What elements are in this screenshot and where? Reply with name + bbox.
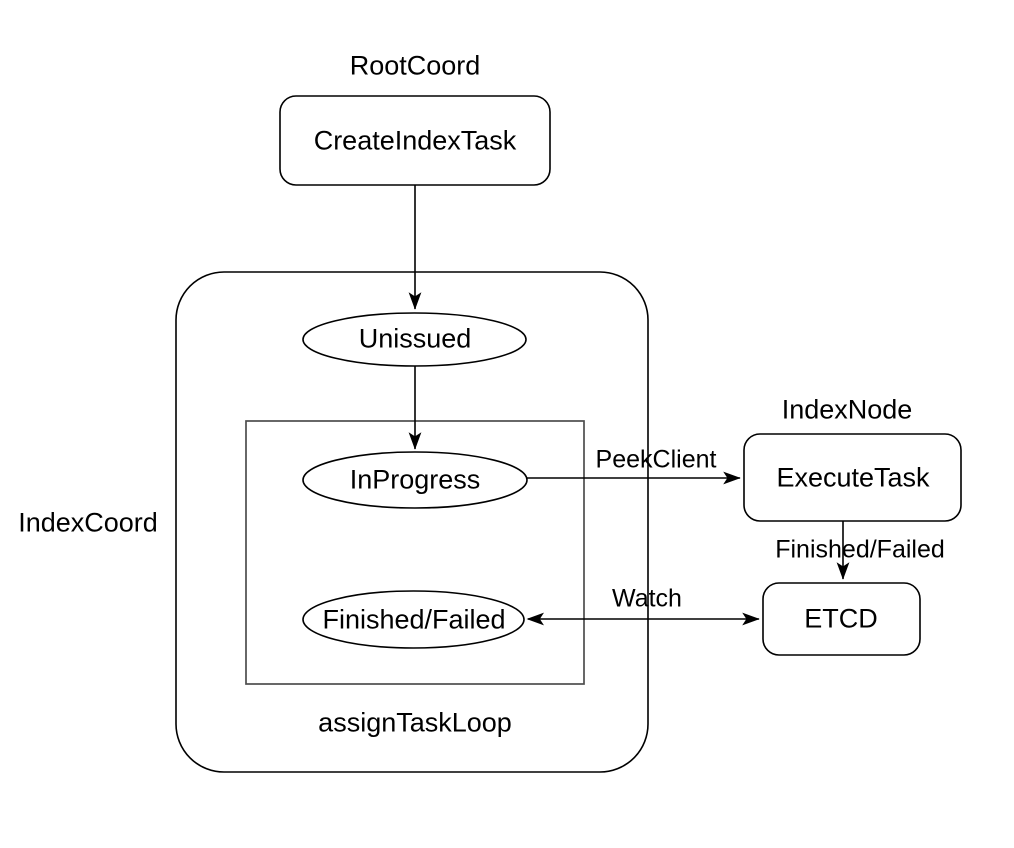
group-label-assigntaskloop: assignTaskLoop <box>318 707 512 738</box>
node-shape-execute-task[interactable] <box>743 433 962 522</box>
node-shape-finished-failed[interactable] <box>302 590 525 649</box>
node-label-in-progress[interactable]: InProgress <box>349 464 481 495</box>
edge-label-finished-failed: Finished/Failed <box>775 535 945 564</box>
group-label-rootcoord: RootCoord <box>349 50 481 81</box>
node-label-execute-task[interactable]: ExecuteTask <box>776 462 930 493</box>
node-label-finished-failed[interactable]: Finished/Failed <box>322 604 506 635</box>
node-label-create-index-task[interactable]: CreateIndexTask <box>313 125 517 156</box>
group-container-indexcoord <box>175 271 649 773</box>
node-label-unissued[interactable]: Unissued <box>358 323 472 354</box>
node-shape-etcd[interactable] <box>762 582 921 656</box>
node-shape-in-progress[interactable] <box>302 451 528 509</box>
edge-label-watch: Watch <box>612 584 682 613</box>
group-label-indexcoord: IndexCoord <box>18 507 158 538</box>
node-label-etcd[interactable]: ETCD <box>804 603 878 634</box>
group-label-indexnode: IndexNode <box>781 394 913 425</box>
edge-label-peekclient: PeekClient <box>595 445 717 474</box>
